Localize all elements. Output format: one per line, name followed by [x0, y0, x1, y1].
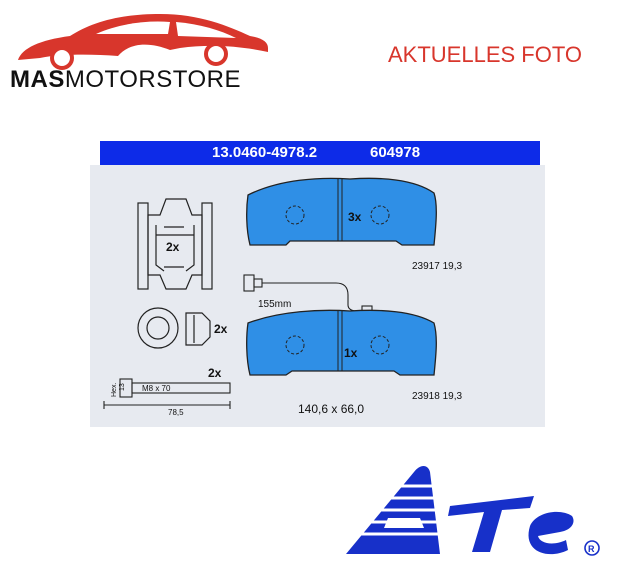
svg-text:R: R [588, 544, 595, 554]
clip-drawing [137, 198, 213, 290]
pad-dimensions: 140,6 x 66,0 [298, 402, 364, 416]
pad-lower-code: 23918 19,3 [412, 391, 462, 402]
part-number: 13.0460-4978.2 [212, 144, 318, 161]
store-name: MASMOTORSTORE [10, 66, 241, 93]
brake-pad-lower [246, 309, 437, 376]
bolt-hex-size: 13 [119, 383, 126, 391]
bolt-hex-label: Hex. [111, 383, 118, 397]
reference-code: 604978 [370, 144, 421, 161]
bolt-drawing [103, 378, 231, 409]
ate-brand-logo: R [340, 452, 610, 562]
technical-diagram: 2x 2x Hex. 13 M8 x 70 78,5 2x [90, 165, 545, 427]
bolt-qty: 2x [208, 366, 222, 380]
cap-qty: 2x [214, 322, 228, 336]
pad-upper-qty: 3x [348, 210, 362, 224]
pad-upper-code: 23917 19,3 [412, 261, 462, 272]
photo-label: AKTUELLES FOTO [388, 42, 582, 67]
bolt-label: M8 x 70 [142, 384, 171, 393]
sensor-length: 155mm [258, 299, 291, 310]
brake-pad-upper [246, 177, 437, 246]
clip-qty: 2x [166, 240, 180, 254]
pad-lower-qty: 1x [344, 346, 358, 360]
cap-drawing [137, 307, 211, 349]
store-logo: MASMOTORSTORE [0, 0, 300, 110]
bolt-length: 78,5 [168, 408, 184, 417]
reference-bar: 13.0460-4978.2 604978 [100, 141, 540, 165]
car-silhouette-icon [18, 14, 268, 70]
